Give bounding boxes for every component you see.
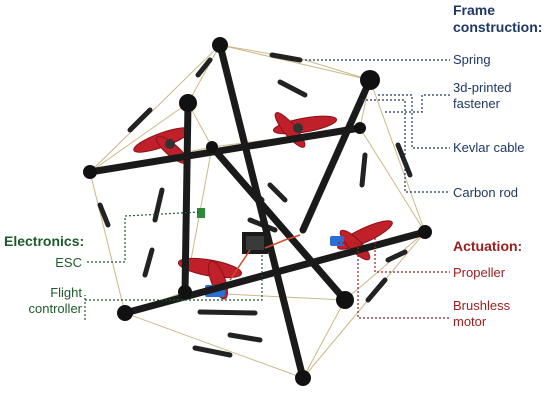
- electronics-heading: Electronics:: [4, 233, 85, 249]
- flight-controller-label-line1: Flight: [50, 285, 82, 300]
- spring-label: Spring: [453, 52, 491, 67]
- carbon-rod-label: Carbon rod: [453, 185, 519, 200]
- fasteners: [83, 37, 432, 386]
- flight-controller-label: Flight controller: [10, 285, 82, 317]
- flight-controller-label-line2: controller: [28, 301, 82, 316]
- brushless-motor-label-line2: motor: [453, 314, 487, 329]
- propeller-label: Propeller: [453, 265, 506, 280]
- fastener-label-line1: 3d-printed: [453, 80, 512, 95]
- frame-heading-line1: Frame: [453, 2, 496, 18]
- carbon-rods: [86, 41, 429, 382]
- frame-heading: Frame construction:: [453, 2, 542, 36]
- kevlar-cables: [89, 44, 426, 379]
- brushless-motor-label: Brushless motor: [453, 298, 510, 330]
- frame-heading-line2: construction:: [453, 19, 543, 35]
- kevlar-cable-label: Kevlar cable: [453, 140, 525, 155]
- annotation-leaders: [84, 59, 450, 320]
- fastener-label-line2: fastener: [453, 96, 500, 111]
- brushless-motor-label-line1: Brushless: [453, 298, 511, 313]
- fastener-label: 3d-printed fastener: [453, 80, 512, 112]
- flight-controller-board: [197, 208, 301, 281]
- actuation-heading: Actuation:: [453, 238, 523, 254]
- springs: [97, 52, 413, 358]
- esc-label: ESC: [55, 255, 82, 270]
